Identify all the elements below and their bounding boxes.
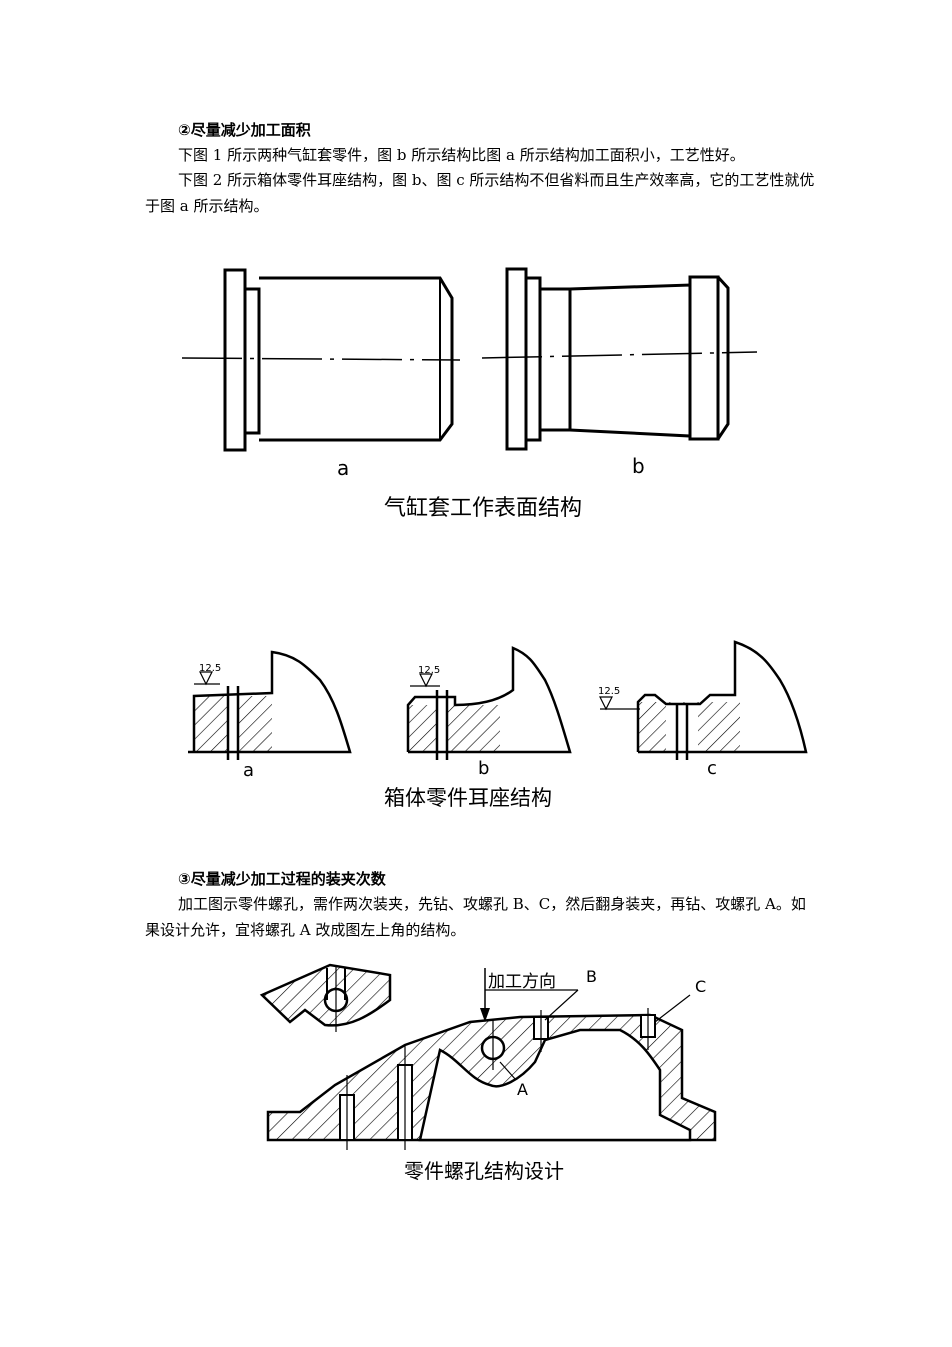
figure3-label-b: B bbox=[586, 967, 597, 986]
lug-a-roughness: 12.5 bbox=[199, 663, 221, 674]
figure1-label-b: b bbox=[632, 454, 645, 478]
section-heading-reduce-area: ②尽量减少加工面积 bbox=[178, 121, 311, 139]
lug-c-drawing: 12.5 bbox=[598, 640, 808, 760]
figure2-label-b: b bbox=[478, 758, 489, 779]
liner-b-drawing bbox=[505, 267, 730, 451]
lug-a-drawing: 12.5 bbox=[188, 650, 352, 760]
figure3-label-c: C bbox=[695, 977, 706, 996]
figure3-direction-label: 加工方向 bbox=[488, 972, 556, 992]
figure1-label-a: a bbox=[337, 456, 349, 480]
figure3-caption: 零件螺孔结构设计 bbox=[404, 1159, 564, 1183]
paragraph-cylinder-liner: 下图 1 所示两种气缸套零件，图 b 所示结构比图 a 所示结构加工面积小，工艺… bbox=[178, 146, 745, 164]
paragraph-screw-holes: 加工图示零件螺孔，需作两次装夹，先钻、攻螺孔 B、C，然后翻身装夹，再钻、攻螺孔… bbox=[145, 895, 806, 939]
lug-b-drawing: 12.5 bbox=[406, 646, 572, 760]
center-axis-lines bbox=[181, 351, 758, 361]
lug-c-roughness: 12.5 bbox=[598, 686, 620, 697]
paragraph-box-lug: 下图 2 所示箱体零件耳座结构，图 b、图 c 所示结构不但省料而且生产效率高，… bbox=[145, 171, 815, 215]
figure3-label-a: A bbox=[517, 1080, 528, 1099]
figure2-label-a: a bbox=[243, 760, 254, 781]
section-heading-reduce-clamping: ③尽量减少加工过程的装夹次数 bbox=[178, 870, 386, 888]
figure-cylinder-liner: a b 气缸套工作表面结构 bbox=[181, 267, 758, 521]
figure-box-lug: 12.5 12.5 12.5 bbox=[188, 640, 808, 810]
figure2-caption: 箱体零件耳座结构 bbox=[384, 786, 552, 810]
figure-threaded-hole: 加工方向 B C A 零件螺孔结构设计 bbox=[259, 963, 717, 1183]
figure1-caption: 气缸套工作表面结构 bbox=[384, 496, 582, 521]
machining-direction-arrow bbox=[480, 968, 578, 1022]
figure2-label-c: c bbox=[707, 758, 717, 779]
liner-a-drawing bbox=[223, 268, 454, 452]
main-part-section bbox=[266, 1008, 717, 1150]
lug-b-roughness: 12.5 bbox=[418, 665, 440, 676]
inset-alternative-structure bbox=[259, 963, 392, 1032]
